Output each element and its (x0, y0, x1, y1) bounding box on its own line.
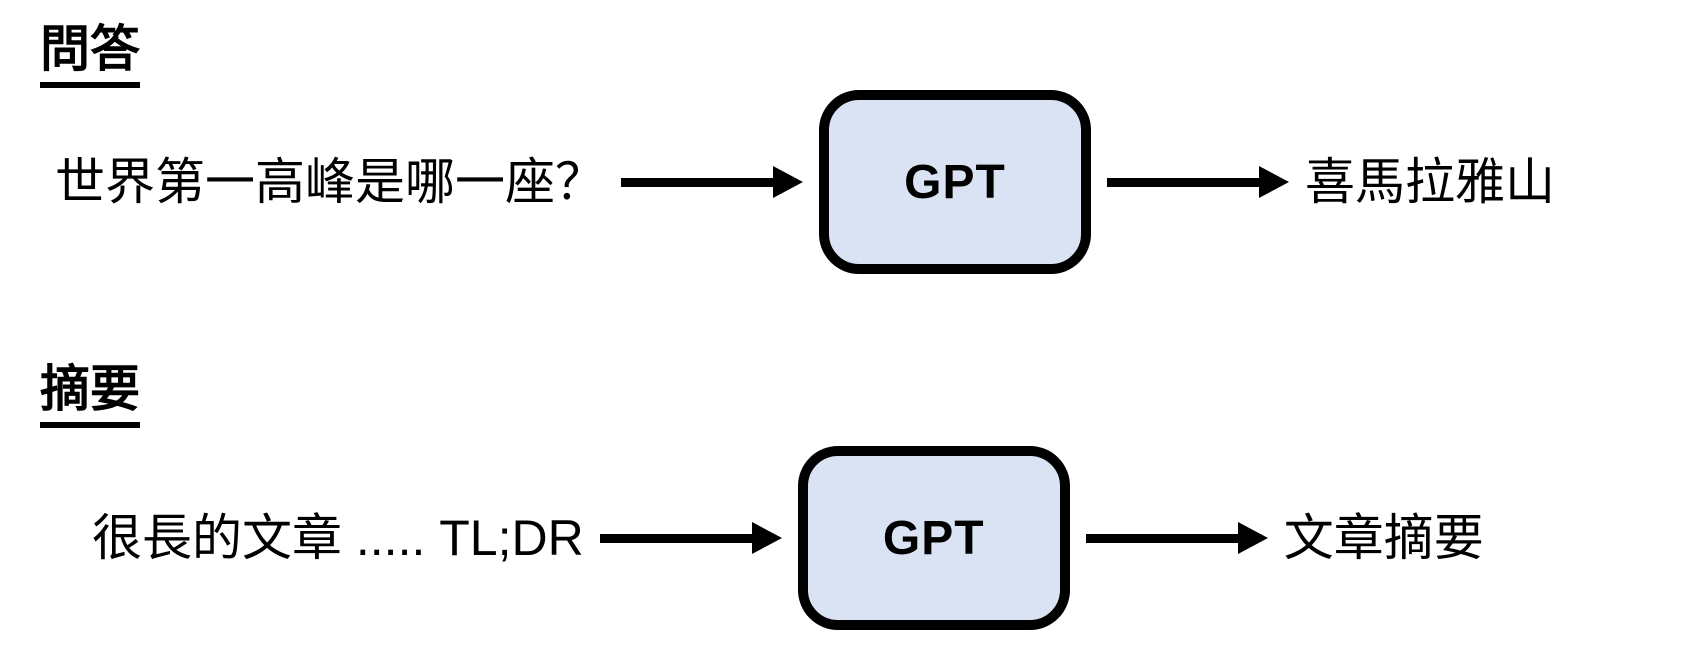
arrow-head (773, 166, 803, 198)
summary-output-text: 文章摘要 (1283, 510, 1484, 566)
arrow-shaft (621, 177, 773, 187)
arrow-shaft (1107, 177, 1259, 187)
gpt-model-box: GPT (819, 90, 1091, 274)
section-title-qa: 問答 (40, 22, 140, 88)
qa-input-text: 世界第一高峰是哪一座？ (55, 154, 605, 210)
section-title-summary-text: 摘要 (40, 362, 140, 428)
summary-input-text: 很長的文章 ..... TL;DR (92, 510, 584, 566)
arrow-right-icon (621, 166, 803, 198)
section-title-qa-text: 問答 (40, 22, 140, 88)
section-title-summary: 摘要 (40, 362, 140, 428)
arrow-right-icon (599, 522, 782, 554)
arrow-right-icon (1107, 166, 1289, 198)
arrow-head (1259, 166, 1289, 198)
flow-row-qa: 世界第一高峰是哪一座？ GPT 喜馬拉雅山 (55, 82, 1555, 282)
gpt-model-box: GPT (797, 446, 1070, 630)
flow-row-summary: 很長的文章 ..... TL;DR GPT 文章摘要 (92, 438, 1484, 638)
arrow-shaft (1085, 533, 1238, 543)
arrow-head (1237, 522, 1268, 554)
arrow-shaft (599, 533, 752, 543)
arrow-head (751, 522, 782, 554)
gpt-model-label: GPT (904, 155, 1006, 209)
arrow-right-icon (1085, 522, 1268, 554)
gpt-model-label: GPT (882, 511, 985, 565)
qa-output-text: 喜馬拉雅山 (1305, 154, 1555, 210)
